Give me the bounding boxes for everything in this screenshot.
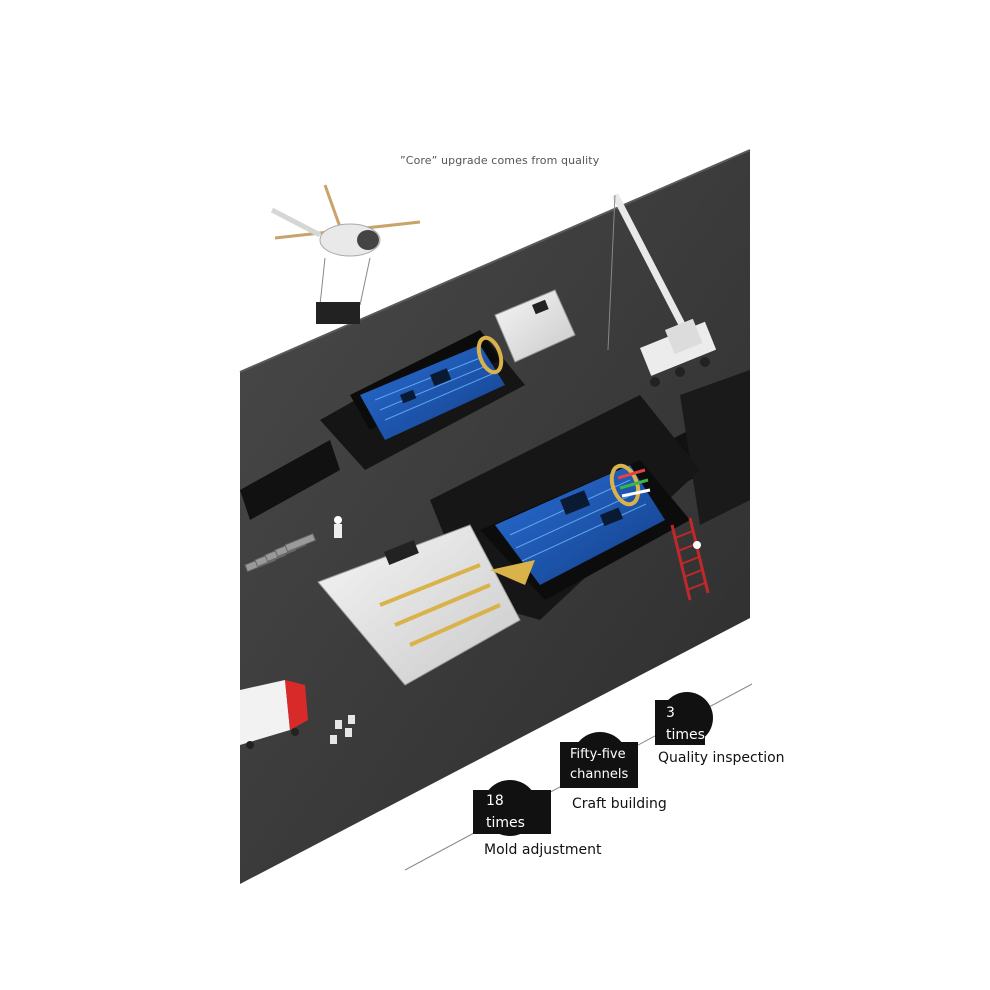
crane-truck-icon xyxy=(607,193,717,387)
worker-icon xyxy=(334,516,342,538)
headline: ”Core” upgrade comes from quality xyxy=(400,154,600,167)
truck-icon xyxy=(240,680,308,749)
callout-block-3 xyxy=(473,780,551,836)
pins-cluster xyxy=(244,533,317,573)
callout-value-line: channels xyxy=(570,767,629,782)
worker-icon xyxy=(693,541,701,549)
callout-label-1: Quality inspection xyxy=(658,750,785,766)
callout-value-line: times xyxy=(666,727,705,743)
callout-value-line: Fifty-five xyxy=(570,747,626,762)
callout-value-line: times xyxy=(486,815,525,831)
callout-value-line: 3 xyxy=(666,705,675,721)
callout-label-3: Mold adjustment xyxy=(484,842,602,858)
usb-a-connector xyxy=(317,370,750,686)
callout-value-1: 3 times xyxy=(666,702,705,746)
callout-value-3: 18 times xyxy=(486,790,525,834)
callout-block-2 xyxy=(560,732,638,788)
callout-value-line: 18 xyxy=(486,793,504,809)
callout-block-1 xyxy=(655,692,713,745)
board-edge xyxy=(239,149,751,373)
ladder-icon xyxy=(670,517,710,601)
mini-usb-connector xyxy=(240,289,576,520)
callout-value-2: Fifty-five channels xyxy=(570,745,628,785)
callout-label-2: Craft building xyxy=(572,796,667,812)
helicopter-icon xyxy=(270,184,421,324)
components-cluster xyxy=(330,715,355,744)
